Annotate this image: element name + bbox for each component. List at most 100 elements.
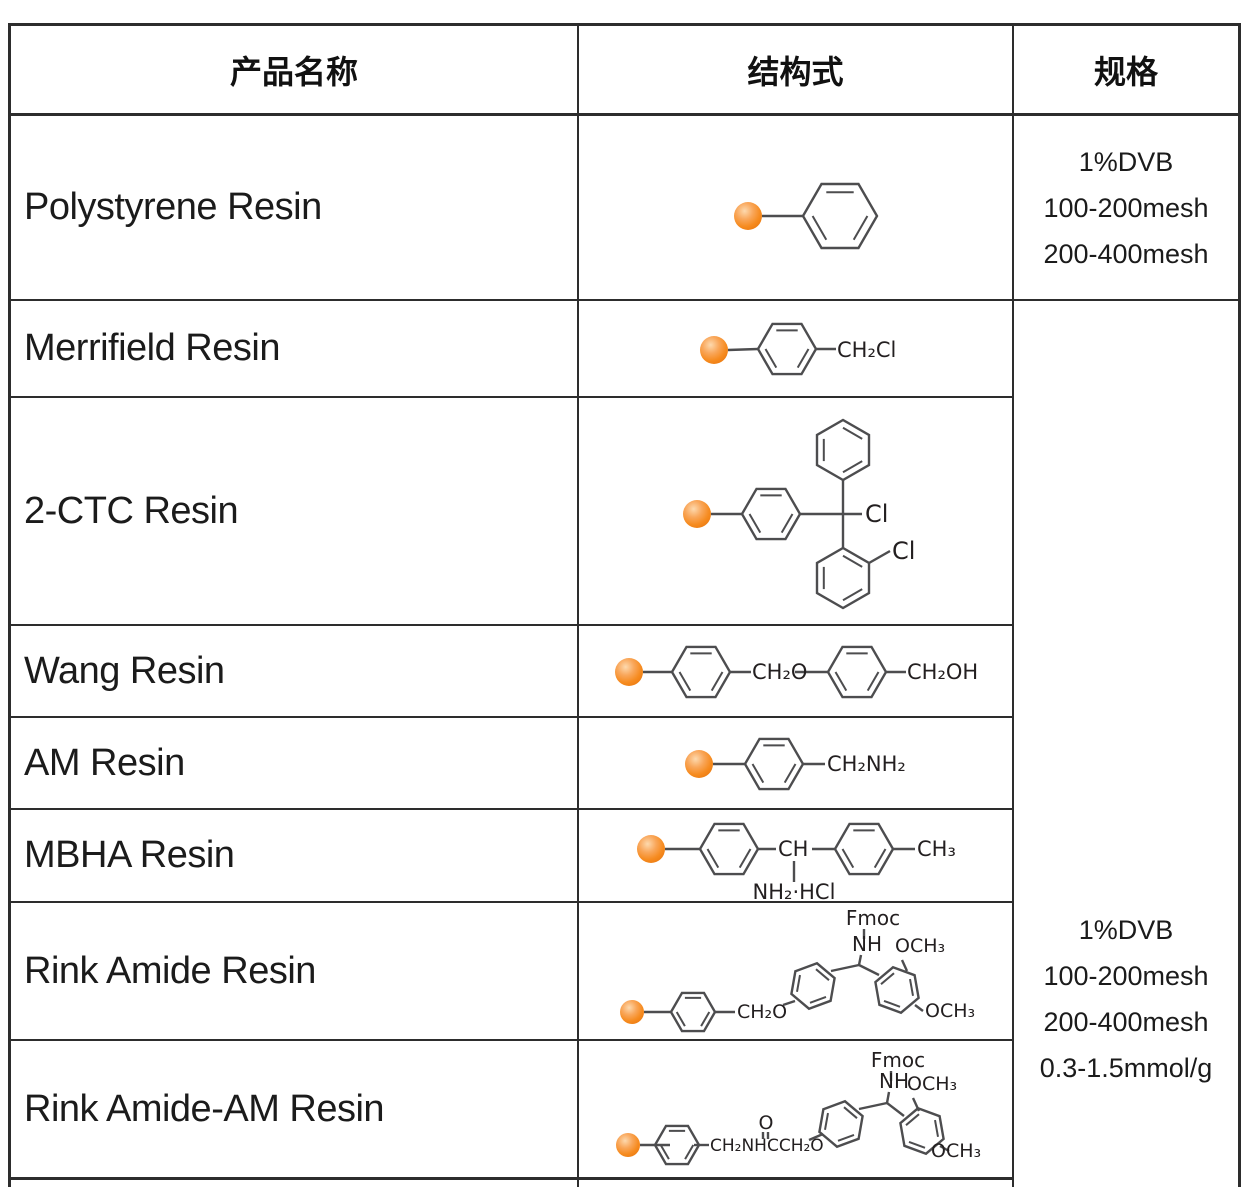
table-border-top [8,23,1241,26]
double-bond [738,848,752,869]
row-divider-7 [8,1039,1014,1041]
double-bond [883,999,901,1008]
table-border-right [1238,23,1241,1187]
row-divider-2 [8,396,1014,398]
benzene-ring [669,991,717,1033]
structure-label: OCH₃ [925,1000,975,1022]
structure-label: Cl [865,500,888,528]
structure-label: CH₂NHCCH₂O [710,1136,824,1156]
product-name-merrifield: Merrifield Resin [24,327,280,369]
double-bond [675,1011,686,1027]
benzene-ring [899,1106,945,1156]
spec-line: 100-200mesh [1043,961,1209,991]
double-bond [751,763,765,784]
benzene-ring [698,822,760,876]
double-bond [700,1011,711,1027]
bond [858,963,880,977]
benzene-ring [833,822,895,876]
double-bond [843,1106,858,1119]
structure-label: OCH₃ [907,1073,957,1095]
benzene-ring [801,182,879,250]
double-bond [796,974,801,992]
row-divider-8 [8,1177,1014,1180]
structure-label: CH [778,837,808,861]
col-divider-2 [1012,23,1014,1187]
double-bond [909,978,914,996]
benzene-ring [818,1099,864,1149]
benzene-ring [740,487,802,541]
product-name-polystyrene: Polystyrene Resin [24,186,322,228]
structure-label: CH₃ [917,837,956,861]
resin-bead-icon [700,336,728,364]
resin-bead-icon [637,835,665,863]
resin-bead-icon [620,1000,644,1024]
benzene-ring [790,961,836,1011]
table-border-left [8,23,11,1187]
benzene-ring [743,737,805,791]
product-name-mbha: MBHA Resin [24,834,235,876]
benzene-ring [815,546,871,610]
spec-line: 200-400mesh [1043,1007,1209,1037]
double-bond [796,348,810,369]
benzene-ring [874,965,920,1015]
double-bond [841,848,855,869]
structure-am: CH₂NH₂ [685,737,906,791]
header-structure: 结构式 [747,53,844,90]
resin-bead-icon [616,1133,640,1157]
header-product-name: 产品名称 [229,53,358,90]
spec-line: 0.3-1.5mmol/g [1039,1053,1213,1083]
double-bond [837,1133,855,1142]
bond [885,1091,891,1104]
benzene-ring [815,418,871,482]
product-name-am: AM Resin [24,741,185,784]
double-bond [815,968,830,981]
double-bond [852,215,869,241]
benzene-ring [670,645,732,699]
double-bond [748,513,762,534]
double-bond [873,848,887,869]
bond [808,1132,824,1142]
spec-line: 100-200mesh [1043,192,1209,223]
structure-label: CH₂Cl [837,338,896,362]
double-bond [842,588,863,602]
bond [782,999,796,1007]
row-divider-1 [8,299,1241,301]
row-divider-5 [8,808,1014,810]
benzene-ring [826,645,888,699]
spec-line: 1%DVB [1078,915,1174,945]
resin-bead-icon [685,750,713,778]
double-bond [842,460,863,474]
resin-bead-icon [683,500,711,528]
double-bond [783,763,797,784]
spec-cell-merged: 1%DVB 100-200mesh 200-400mesh 0.3-1.5mmo… [1014,907,1238,1091]
double-bond [866,671,880,692]
double-bond [834,671,848,692]
structure-label: Fmoc [846,906,900,930]
structure-cell-merrifield: CH₂Cl [579,301,1012,396]
double-bond [811,215,828,241]
bond [830,963,860,973]
header-spec: 规格 [1093,53,1158,90]
double-bond [809,995,827,1004]
structure-label: CH₂OH [907,660,978,684]
structure-label: Fmoc [871,1048,925,1072]
bond [939,1144,950,1153]
resin-bead-icon [734,202,762,230]
spec-cell-polystyrene: 1%DVB 100-200mesh 200-400mesh [1014,116,1238,299]
double-bond [678,671,692,692]
structure-label: CH₂O [752,660,807,684]
structure-label: OCH₃ [895,935,945,957]
bond [858,1101,888,1111]
structure-merrifield: CH₂Cl [700,322,896,376]
structure-polystyrene [734,182,879,250]
bond [886,1102,905,1117]
double-bond [905,1113,920,1126]
bond [868,549,891,565]
benzene-ring [653,1124,701,1166]
